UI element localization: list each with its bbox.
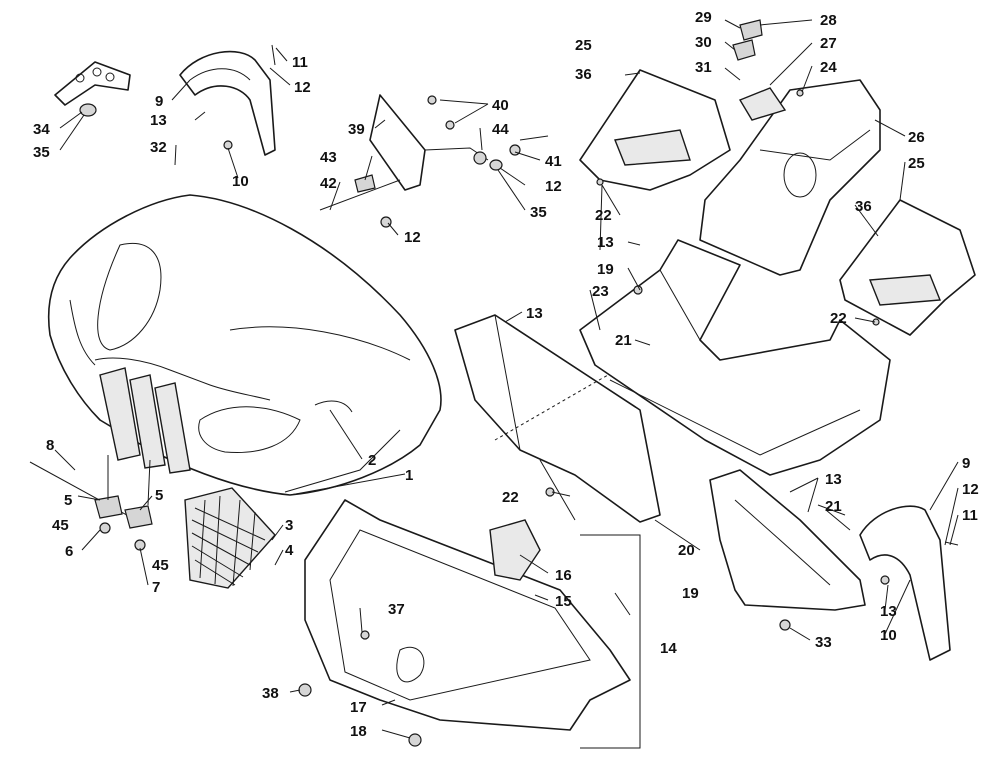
callout-45: 45 <box>152 557 169 574</box>
hood-part <box>47 194 442 496</box>
callout-9: 9 <box>962 455 970 472</box>
callout-20: 20 <box>678 542 695 559</box>
callout-36: 36 <box>575 66 592 83</box>
callout-22: 22 <box>830 310 847 327</box>
callout-26: 26 <box>908 129 925 146</box>
callout-21: 21 <box>615 332 632 349</box>
callout-11: 11 <box>292 54 308 71</box>
callout-4: 4 <box>285 542 294 559</box>
callout-40: 40 <box>492 97 509 114</box>
callout-13: 13 <box>825 471 842 488</box>
callout-42: 42 <box>320 175 337 192</box>
callout-27: 27 <box>820 35 837 52</box>
callout-16: 16 <box>555 567 572 584</box>
callout-29: 29 <box>695 9 712 26</box>
storage-tub-part <box>298 499 641 749</box>
side-panel-right-part <box>709 469 866 631</box>
callout-41: 41 <box>545 153 562 170</box>
callout-36: 36 <box>855 198 872 215</box>
floor-pan-part <box>579 239 891 476</box>
callout-17: 17 <box>350 699 367 716</box>
callout-44: 44 <box>492 121 509 138</box>
callout-12: 12 <box>545 178 562 195</box>
callout-8: 8 <box>46 437 54 454</box>
bracket-part <box>54 61 131 117</box>
callout-24: 24 <box>820 59 837 76</box>
callout-labels: 1 2 3 4 5 5 6 7 8 9 9 10 10 11 11 12 12 … <box>33 9 979 740</box>
callout-31: 31 <box>695 59 712 76</box>
callout-39: 39 <box>348 121 365 138</box>
console-part <box>699 19 881 276</box>
callout-35: 35 <box>530 204 547 221</box>
callout-22: 22 <box>595 207 612 224</box>
seat-base-left-part <box>579 69 731 191</box>
fender-right-part <box>859 505 959 661</box>
callout-25: 25 <box>575 37 592 54</box>
callout-14: 14 <box>660 640 677 657</box>
callout-15: 15 <box>555 593 572 610</box>
callout-2: 2 <box>368 452 376 469</box>
callout-13: 13 <box>597 234 614 251</box>
callout-37: 37 <box>388 601 405 618</box>
callout-35: 35 <box>33 144 50 161</box>
callout-7: 7 <box>152 579 160 596</box>
callout-28: 28 <box>820 12 837 29</box>
callout-1: 1 <box>405 467 413 484</box>
callout-43: 43 <box>320 149 337 166</box>
seat-base-right-part <box>839 199 976 336</box>
callout-3: 3 <box>285 517 293 534</box>
grille-part <box>184 487 276 589</box>
callout-10: 10 <box>880 627 897 644</box>
callout-5: 5 <box>155 487 163 504</box>
callout-12: 12 <box>404 229 421 246</box>
callout-6: 6 <box>65 543 73 560</box>
callout-21: 21 <box>825 498 842 515</box>
latch-assembly <box>29 455 153 551</box>
callout-18: 18 <box>350 723 367 740</box>
fender-left-part <box>179 44 276 156</box>
callout-45: 45 <box>52 517 69 534</box>
callout-9: 9 <box>155 93 163 110</box>
callout-11: 11 <box>962 507 978 524</box>
mud-flap-part <box>319 94 549 228</box>
callout-30: 30 <box>695 34 712 51</box>
callout-13: 13 <box>526 305 543 322</box>
callout-5: 5 <box>64 492 72 509</box>
callout-10: 10 <box>232 173 249 190</box>
callout-33: 33 <box>815 634 832 651</box>
callout-13: 13 <box>880 603 897 620</box>
leader-lines <box>54 19 959 739</box>
callout-19: 19 <box>597 261 614 278</box>
callout-34: 34 <box>33 121 50 138</box>
callout-13: 13 <box>150 112 167 129</box>
callout-19: 19 <box>682 585 699 602</box>
callout-22: 22 <box>502 489 519 506</box>
callout-12: 12 <box>962 481 979 498</box>
callout-12: 12 <box>294 79 311 96</box>
callout-38: 38 <box>262 685 279 702</box>
callout-23: 23 <box>592 283 609 300</box>
callout-25: 25 <box>908 155 925 172</box>
callout-32: 32 <box>150 139 167 156</box>
